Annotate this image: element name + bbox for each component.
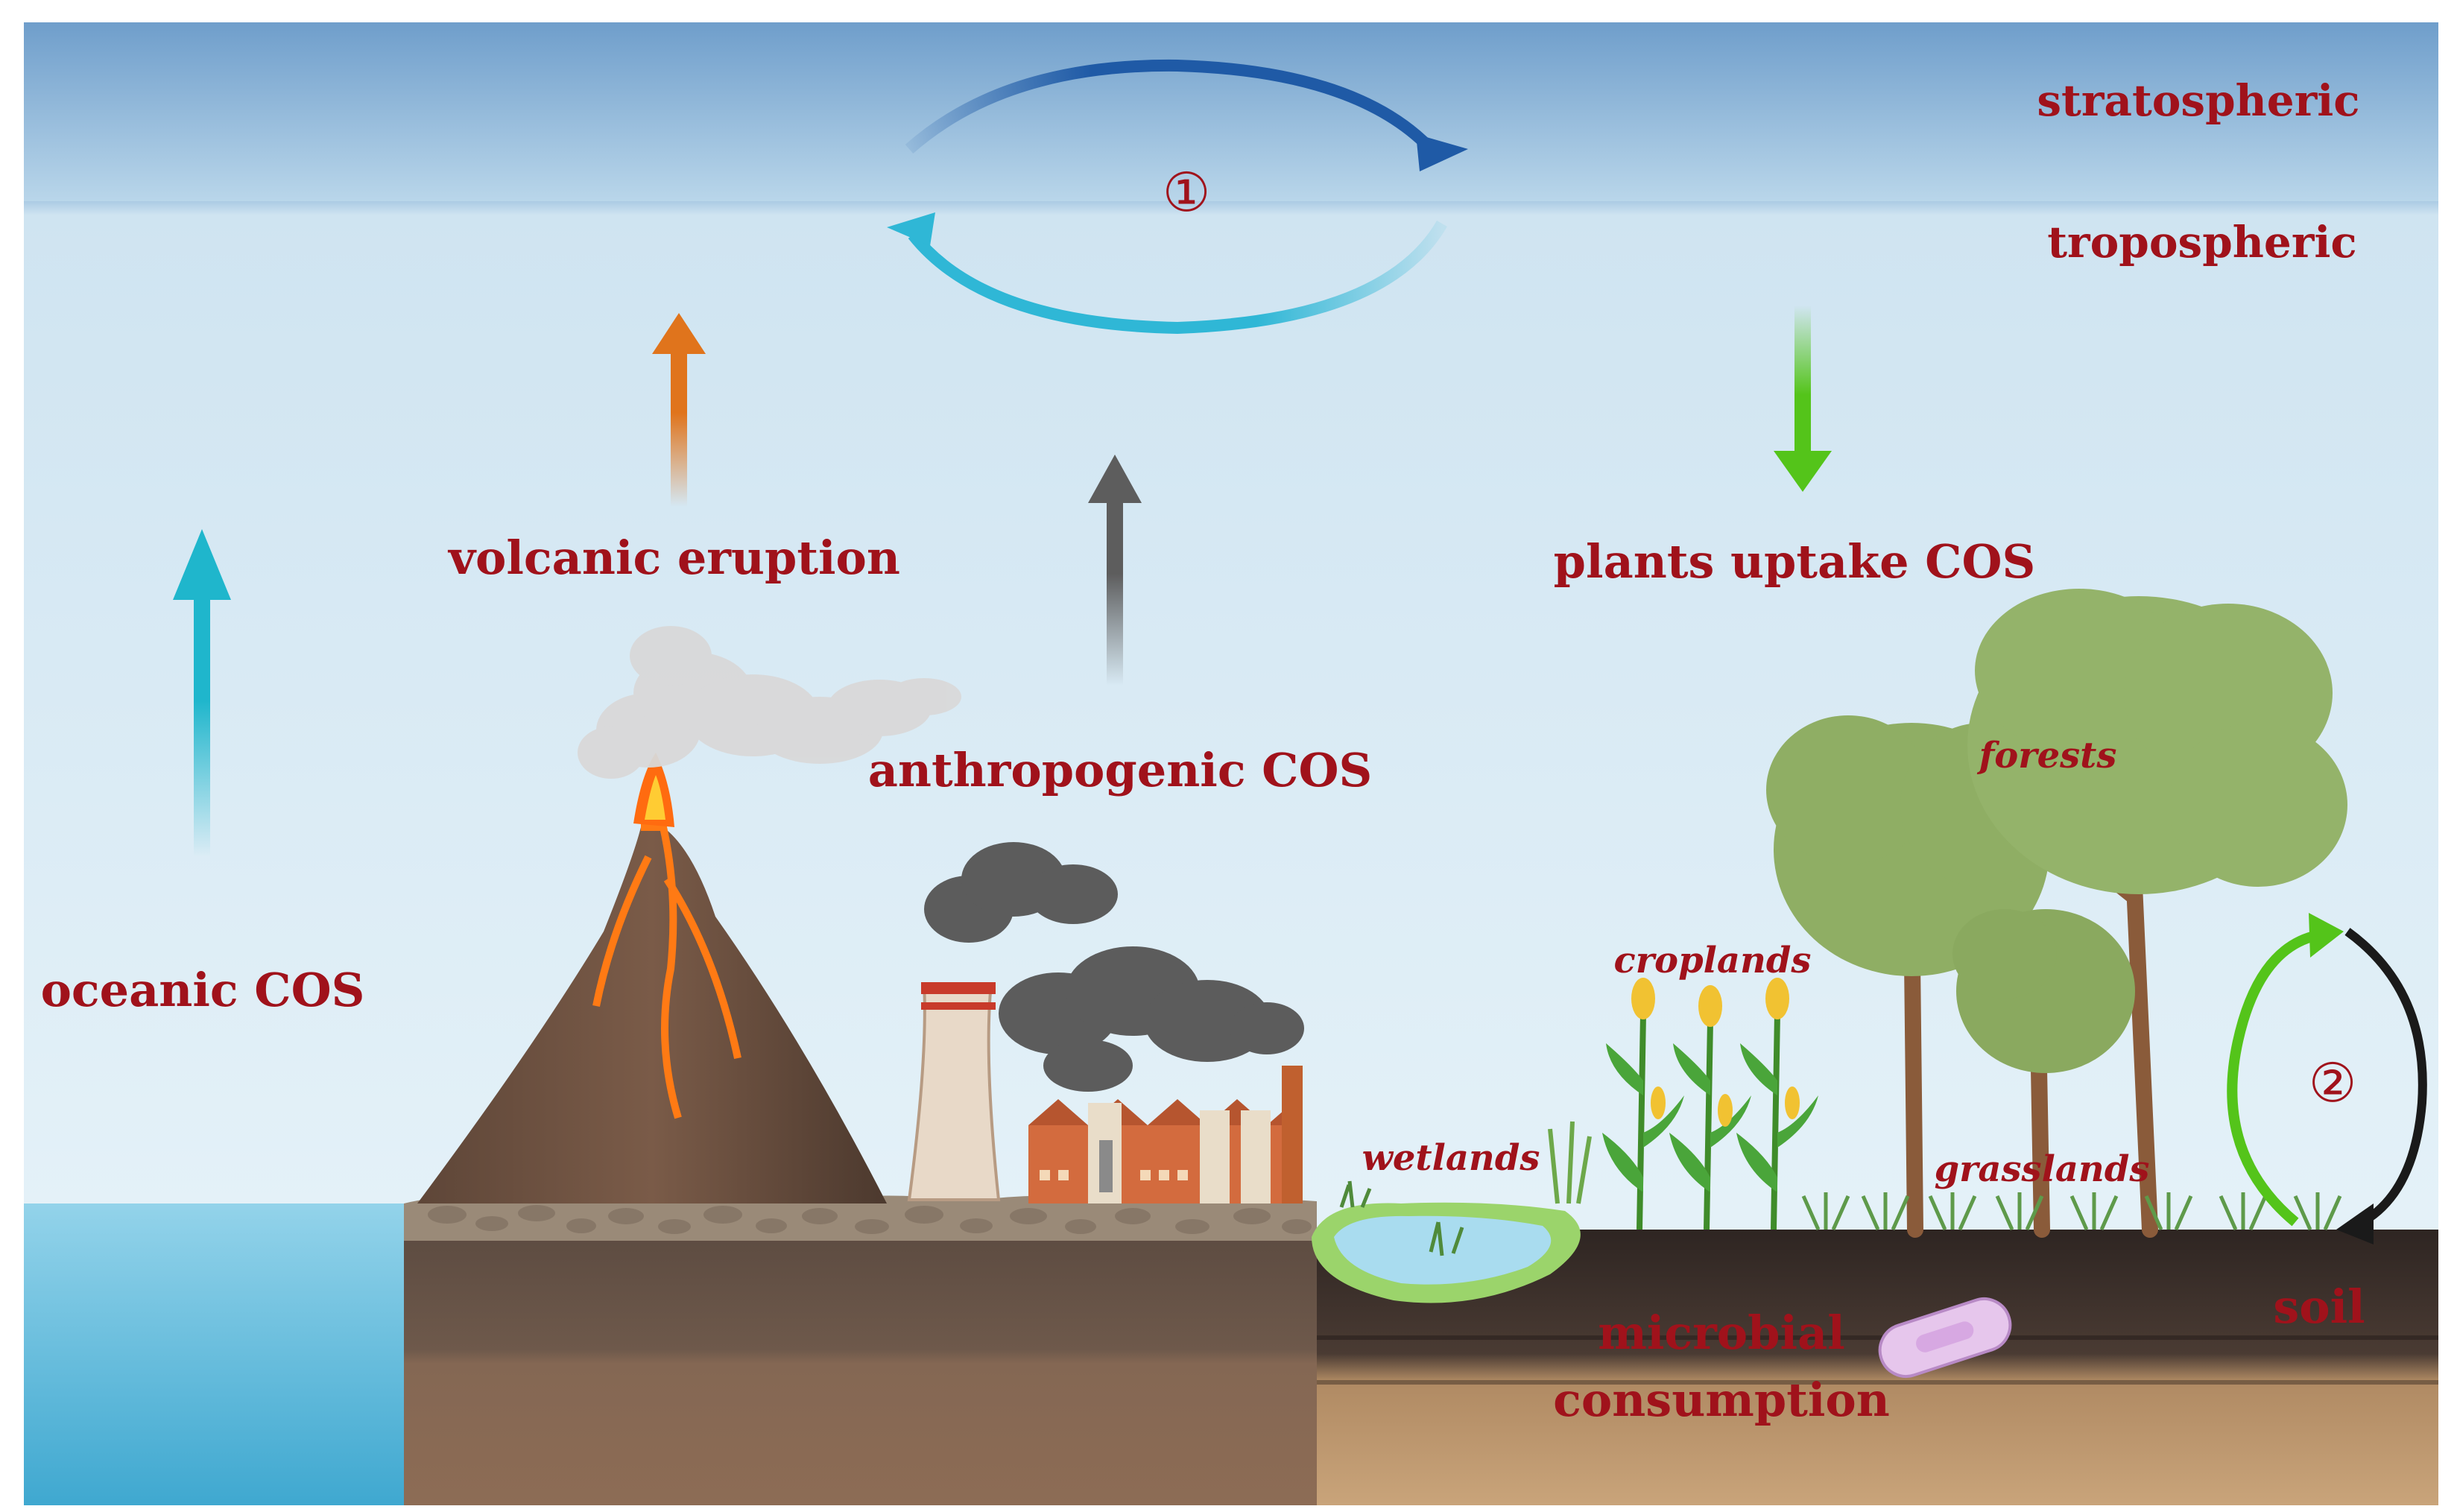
- croplands-label: croplands: [1614, 940, 1812, 981]
- forest-trees: [1766, 589, 2347, 1238]
- oceanic-cos-arrow: [173, 529, 231, 857]
- volcano: [417, 626, 961, 1203]
- microbial-label: microbial: [1598, 1306, 1845, 1360]
- plants-uptake-cos-arrow: [1774, 306, 1832, 492]
- corn-plants: [1602, 978, 1818, 1230]
- wetlands-label: wetlands: [1362, 1137, 1540, 1179]
- factory: [907, 842, 1304, 1203]
- volcanic-eruption-label: volcanic eruption: [447, 531, 900, 585]
- wetland: [1312, 1121, 1592, 1303]
- cycle-2-arrows: [2227, 913, 2427, 1244]
- anthropogenic-cos-arrow: [1088, 455, 1142, 686]
- rock-ground: [404, 1195, 1317, 1505]
- ocean: [24, 1203, 405, 1505]
- tropospheric-label: tropospheric: [2047, 217, 2356, 268]
- cycle-1-marker: ①: [1163, 161, 1211, 224]
- cycle-1-arrows: [887, 59, 1468, 335]
- plants-uptake-cos-label: plants uptake COS: [1554, 534, 2036, 589]
- volcanic-eruption-arrow: [652, 313, 706, 507]
- consumption-label: consumption: [1553, 1373, 1890, 1427]
- anthropogenic-cos-label: anthropogenic COS: [868, 743, 1373, 797]
- grass: [1801, 1192, 2342, 1231]
- forests-label: forests: [1977, 735, 2117, 776]
- soil-label: soil: [2273, 1279, 2365, 1334]
- grasslands-label: grasslands: [1935, 1148, 2150, 1190]
- stratospheric-label: stratospheric: [2037, 75, 2359, 126]
- microbe-icon: [1878, 1297, 2012, 1378]
- cycle-2-marker: ②: [2309, 1051, 2357, 1114]
- oceanic-cos-label: oceanic COS: [41, 963, 365, 1017]
- stratosphere-band: [24, 22, 2438, 201]
